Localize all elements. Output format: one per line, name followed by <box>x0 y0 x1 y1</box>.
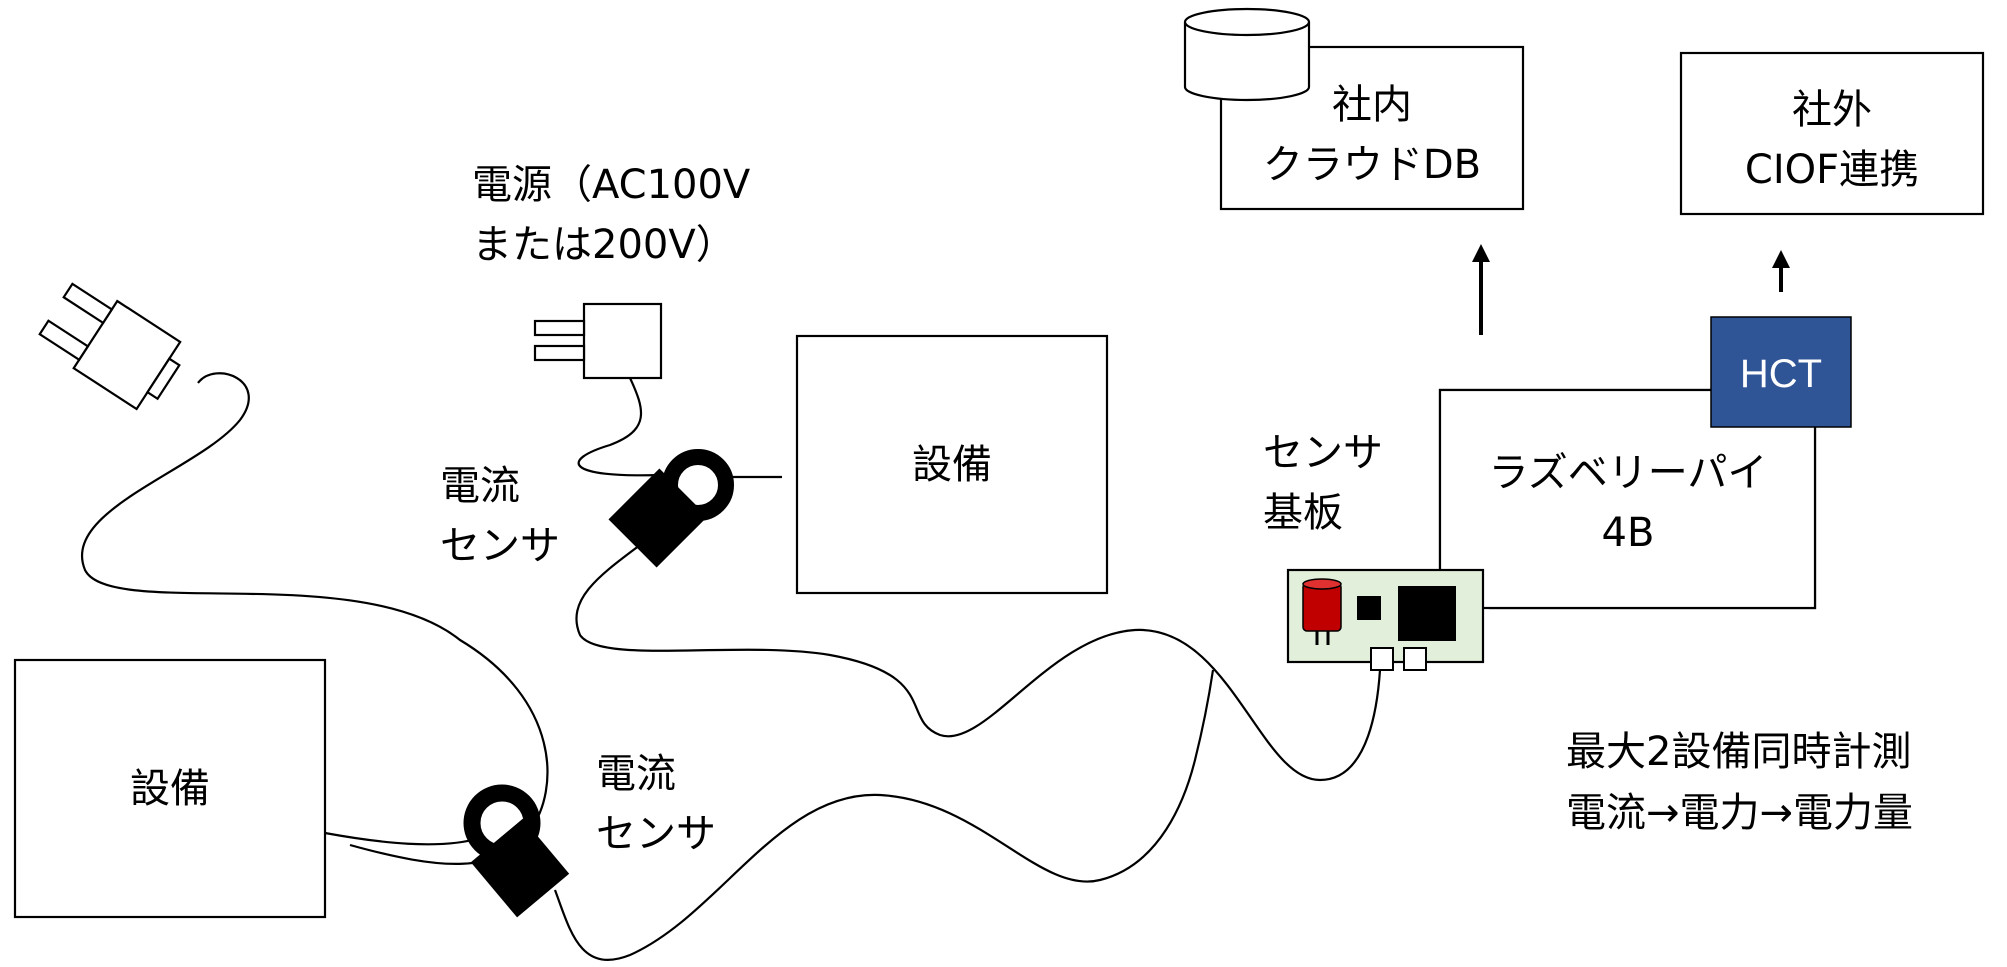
current-sensor-lower-icon <box>463 784 570 918</box>
capacitor <box>1302 582 1342 632</box>
current-sensor-upper-label-line-1: 電流 <box>440 463 520 509</box>
cable-lower-sensor-to-board <box>553 669 1215 962</box>
board-connector-1 <box>1370 647 1394 671</box>
cable-lower-equipment <box>324 831 481 846</box>
arrow-to-cloud-db-icon <box>1472 244 1490 335</box>
sensor-upper-clamp <box>662 449 734 521</box>
cable-upper-sensor-to-board <box>575 544 1382 782</box>
plug-left-body <box>72 299 182 411</box>
raspberry-pi-label-line-2: 4B <box>1602 510 1655 556</box>
sensor-board-icon <box>1286 568 1485 671</box>
plug-power-body <box>582 302 663 380</box>
chip-large <box>1398 586 1456 641</box>
ciof-label-line-2: CIOF連携 <box>1745 147 1919 193</box>
power-label-line-2: または200V） <box>472 222 736 268</box>
measurement-label-line-2: 電流→電力→電力量 <box>1566 790 1913 836</box>
equipment-upper-box <box>795 334 1109 595</box>
sensor-board-label-line-2: 基板 <box>1263 490 1343 536</box>
hct-label: HCT <box>1740 352 1822 396</box>
ciof-box <box>1679 51 1985 216</box>
power-label-line-1: 電源（AC100V <box>472 162 751 208</box>
board-connector-2 <box>1403 647 1427 671</box>
current-sensor-upper-label-line-2: センサ <box>440 523 560 569</box>
current-sensor-upper-icon <box>608 449 734 568</box>
arrow-to-ciof-icon <box>1772 250 1790 292</box>
equipment-lower-box <box>13 658 327 919</box>
plug-left-prong-1 <box>38 319 90 362</box>
measurement-label-line-1: 最大2設備同時計測 <box>1566 729 1911 775</box>
raspberry-pi-label-line-1: ラズベリーパイ <box>1489 450 1768 496</box>
equipment-upper-label: 設備 <box>912 442 992 488</box>
hct-box <box>1710 316 1852 428</box>
database-cylinder-icon <box>1183 7 1311 102</box>
sensor-board-label-line-1: センサ <box>1263 430 1383 476</box>
capacitor-top <box>1302 578 1342 590</box>
cable-small-plug <box>577 377 661 477</box>
database-cylinder-body <box>1183 22 1311 102</box>
database-cylinder-top <box>1183 7 1311 37</box>
current-sensor-lower-label-line-1: 電流 <box>596 751 676 797</box>
plug-power-prong-2 <box>533 344 586 362</box>
plug-left-neck <box>145 357 181 401</box>
sensor-lower-body <box>470 818 570 918</box>
equipment-lower-label: 設備 <box>130 766 210 812</box>
ciof-label-line-1: 社外 <box>1792 87 1872 133</box>
sensor-lower-clamp <box>463 784 541 862</box>
plug-power-icon <box>533 302 663 380</box>
plug-left-prong-2 <box>62 282 114 325</box>
chip-small <box>1357 596 1381 620</box>
cloud-db-label-line-1: 社内 <box>1332 82 1412 128</box>
plug-left-icon <box>38 282 182 411</box>
current-sensor-lower-label-line-2: センサ <box>596 811 716 857</box>
sensor-upper-body <box>608 468 708 568</box>
cloud-db-label-line-2: クラウドDB <box>1263 142 1481 188</box>
plug-power-prong-1 <box>533 319 586 337</box>
